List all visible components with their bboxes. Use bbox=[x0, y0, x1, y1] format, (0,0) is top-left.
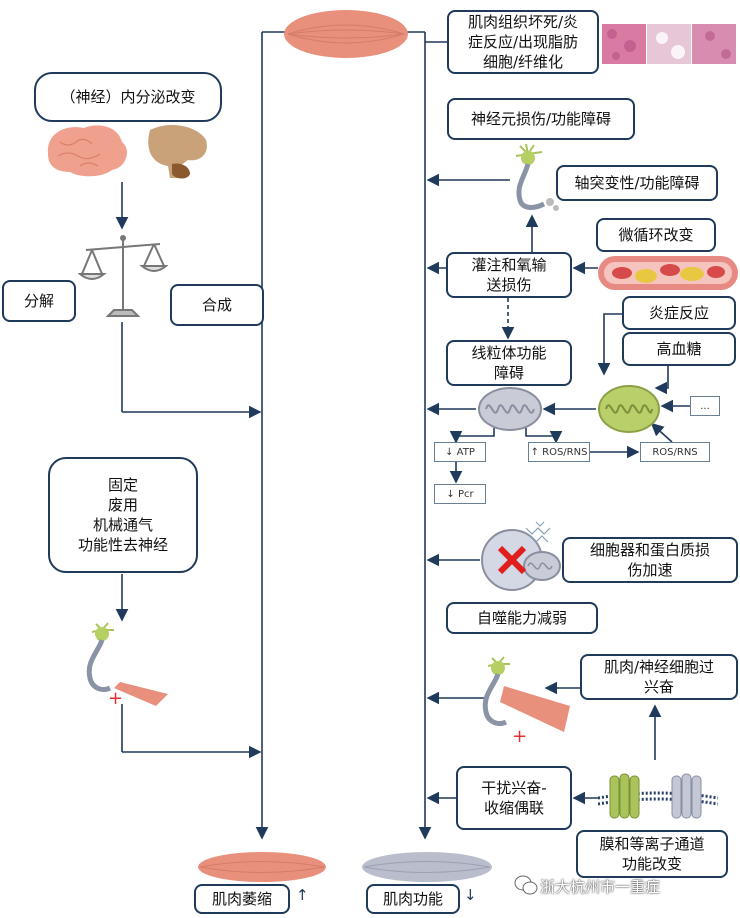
pcr-box: ↓ Pcr bbox=[434, 484, 486, 504]
muscle-atrophy-icon bbox=[198, 852, 326, 882]
muscle-function-box: 肌肉功能 bbox=[366, 884, 460, 914]
causes-box: 固定 废用 机械通气 功能性去神经 bbox=[48, 457, 198, 573]
axon-box: 轴突变性/功能障碍 bbox=[556, 165, 718, 201]
brain-pituitary-icon bbox=[47, 125, 207, 179]
damaged-cell-icon bbox=[481, 521, 561, 591]
neuron-muscle-left-icon: + bbox=[86, 622, 168, 709]
perfusion-box: 灌注和氧输 送损伤 bbox=[446, 252, 572, 298]
organelle-damage-box: 细胞器和蛋白质损 伤加速 bbox=[562, 537, 738, 583]
neuron-injury-box: 神经元损伤/功能障碍 bbox=[447, 98, 635, 140]
catabolism-box: 分解 bbox=[2, 280, 76, 322]
ion-channel-icon bbox=[598, 773, 718, 819]
ec-coupling-box: 干扰兴奋- 收缩偶联 bbox=[456, 766, 572, 830]
wechat-icon bbox=[514, 875, 538, 895]
atrophy-increase-arrow: ↑ bbox=[296, 886, 309, 904]
hyperglycemia-box: 高血糖 bbox=[622, 332, 736, 366]
muscle-atrophy-box: 肌肉萎缩 bbox=[194, 884, 290, 914]
mito-dysfunction-box: 线粒体功能 障碍 bbox=[446, 340, 572, 386]
inflammation-box: 炎症反应 bbox=[622, 296, 736, 330]
hyperexcitability-box: 肌肉/神经细胞过 兴奋 bbox=[580, 654, 738, 700]
ros-box: ROS/RNS bbox=[640, 442, 710, 462]
neuroendocrine-box: （神经）内分泌改变 bbox=[34, 72, 222, 122]
blood-vessel-icon bbox=[598, 256, 738, 290]
neuron-axon-icon bbox=[515, 143, 559, 211]
svg-text:+: + bbox=[108, 688, 123, 709]
muscle-top-icon bbox=[284, 10, 408, 58]
neuron-muscle-right-icon: + bbox=[482, 656, 570, 746]
atp-box: ↓ ATP bbox=[434, 442, 486, 462]
ion-channel-box: 膜和等离子通道 功能改变 bbox=[576, 830, 728, 878]
autophagy-box: 自噬能力减弱 bbox=[446, 602, 598, 634]
function-decrease-arrow: ↓ bbox=[464, 886, 477, 904]
ellipsis-box: ... bbox=[690, 396, 720, 416]
microcirculation-box: 微循环改变 bbox=[596, 218, 716, 252]
watermark-text: 浙大杭州市一重症 bbox=[540, 878, 661, 896]
balance-scale-icon bbox=[78, 235, 168, 317]
anabolism-box: 合成 bbox=[170, 284, 264, 326]
ros-up-box: ↑ ROS/RNS bbox=[528, 442, 590, 462]
necrosis-box: 肌肉组织坏死/炎 症反应/出现脂肪 细胞/纤维化 bbox=[447, 10, 599, 74]
muscle-function-icon bbox=[362, 852, 492, 882]
mitochondrion-gray-icon bbox=[478, 387, 542, 431]
histology-images bbox=[602, 24, 736, 64]
svg-text:+: + bbox=[512, 726, 527, 746]
mitochondrion-green-icon bbox=[598, 385, 660, 433]
